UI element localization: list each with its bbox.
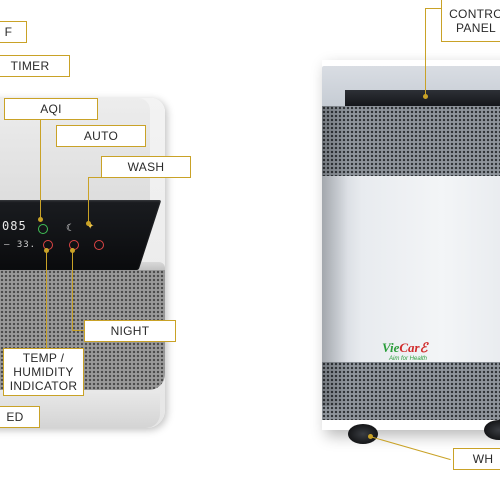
leader-aqi-dot — [38, 217, 43, 222]
aqi-button[interactable] — [38, 224, 48, 234]
label-timer: TIMER — [0, 55, 70, 77]
label-speed: ED — [0, 406, 40, 428]
brand-name-part1: Vie — [382, 340, 400, 355]
wash-icon: ✦ — [86, 221, 95, 232]
temp-humidity-readout: – 33. — [4, 240, 37, 250]
leader-night-dot — [70, 248, 75, 253]
leader-control-panel — [425, 8, 426, 96]
night-moon-icon: ☾ — [66, 223, 75, 234]
device-lower-grille — [322, 362, 500, 420]
leader-control-panel-h — [425, 8, 441, 9]
wash-button[interactable] — [94, 240, 104, 250]
leader-control-panel-dot — [423, 94, 428, 99]
leader-night — [72, 250, 73, 330]
leader-night-h — [72, 330, 84, 331]
label-off: F — [0, 21, 27, 43]
leader-wash — [88, 177, 89, 223]
device-side-shade — [322, 106, 348, 406]
label-wheel: WH — [453, 448, 500, 470]
brand-name-part2: Carℰ — [399, 340, 428, 355]
device-wheel-right — [484, 420, 500, 440]
label-wash: WASH — [101, 156, 191, 178]
label-control-panel: CONTRO PANEL — [441, 0, 500, 42]
device-top-panel — [345, 90, 500, 106]
leader-aqi — [40, 117, 41, 220]
aqi-readout: 085 — [2, 219, 27, 233]
device-body — [322, 176, 500, 362]
label-control-line2: PANEL — [456, 20, 496, 35]
label-temp-humidity: TEMP / HUMIDITY INDICATOR — [3, 348, 84, 396]
leader-temp-dot — [44, 248, 49, 253]
label-temp-line3: INDICATOR — [9, 379, 78, 393]
label-temp-line2: HUMIDITY — [13, 365, 74, 379]
label-temp-line1: TEMP / — [22, 351, 65, 365]
label-control-line1: CONTRO — [449, 6, 500, 21]
leader-wash-h — [88, 177, 101, 178]
label-aqi: AQI — [4, 98, 98, 120]
leader-wheel-dot — [368, 434, 373, 439]
brand-tagline: Aim for Health — [389, 356, 428, 362]
leader-wash-dot — [86, 221, 91, 226]
leader-temp — [46, 250, 47, 350]
brand-logo: VieCarℰ — [382, 340, 427, 356]
label-night: NIGHT — [84, 320, 176, 342]
label-auto: AUTO — [56, 125, 146, 147]
device-wheel-left — [348, 424, 378, 444]
control-panel-screen — [0, 200, 162, 270]
device-upper-grille — [322, 106, 500, 176]
leader-wheel — [369, 436, 451, 461]
